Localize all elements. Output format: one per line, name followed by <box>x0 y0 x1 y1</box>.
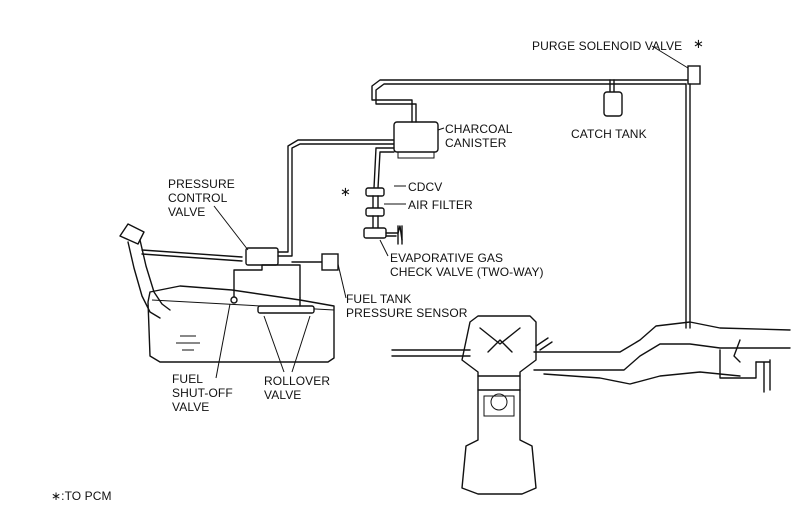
canister-to-purge-line <box>371 79 691 123</box>
pcv-to-canister-line <box>277 139 395 257</box>
charcoal-canister <box>393 121 439 159</box>
fuel-shutoff-valve <box>230 296 238 304</box>
filler-neck <box>119 223 171 319</box>
fuel-shutoff-label-line3: VALVE <box>172 400 210 414</box>
air-filter <box>365 207 385 217</box>
fuel-shutoff-label-line1: FUEL <box>172 372 204 386</box>
rollover-label-line1: ROLLOVER <box>264 374 331 388</box>
rollover-valve <box>257 305 315 314</box>
fuel-tank-pressure-sensor <box>321 253 339 271</box>
pressure-control-label-line1: PRESSURE <box>168 177 235 191</box>
filler-vent-line <box>141 249 243 262</box>
catch-tank <box>603 79 623 117</box>
engine <box>461 315 553 495</box>
fuel-shutoff-label-line2: SHUT-OFF <box>172 386 233 400</box>
purge-to-intake-line <box>685 83 691 329</box>
purge-solenoid-valve-label: PURGE SOLENOID VALVE <box>532 39 683 53</box>
evap-check-label-line1: EVAPORATIVE GAS <box>390 251 504 265</box>
pressure-control-label-line3: VALVE <box>168 205 206 219</box>
fuel-tank-sensor-label-line2: PRESSURE SENSOR <box>346 306 468 320</box>
catch-tank-label: CATCH TANK <box>571 127 647 141</box>
fuel-tank-sensor-label-line1: FUEL TANK <box>346 292 412 306</box>
pressure-control-label-line2: CONTROL <box>168 191 228 205</box>
canister-to-cdcv-line <box>373 147 395 189</box>
cdcv-label: CDCV <box>408 180 443 194</box>
evap-check-label-line2: CHECK VALVE (TWO-WAY) <box>390 265 544 279</box>
purge-pcm-asterisk: ∗ <box>693 37 704 52</box>
intake-manifold <box>391 321 791 393</box>
fuel-tank <box>147 285 335 363</box>
cdcv-pcm-asterisk: ∗ <box>340 185 351 200</box>
pcm-footnote: ∗:TO PCM <box>51 489 112 503</box>
purge-solenoid-valve <box>687 65 701 85</box>
charcoal-label-line2: CANISTER <box>445 136 507 150</box>
air-filter-label: AIR FILTER <box>408 198 473 212</box>
pressure-control-valve <box>245 247 279 266</box>
charcoal-label-line1: CHARCOAL <box>445 122 513 136</box>
evap-check-valve <box>363 227 387 239</box>
cdcv <box>365 187 385 197</box>
rollover-label-line2: VALVE <box>264 388 302 402</box>
pcv-lower-lines <box>233 261 323 301</box>
